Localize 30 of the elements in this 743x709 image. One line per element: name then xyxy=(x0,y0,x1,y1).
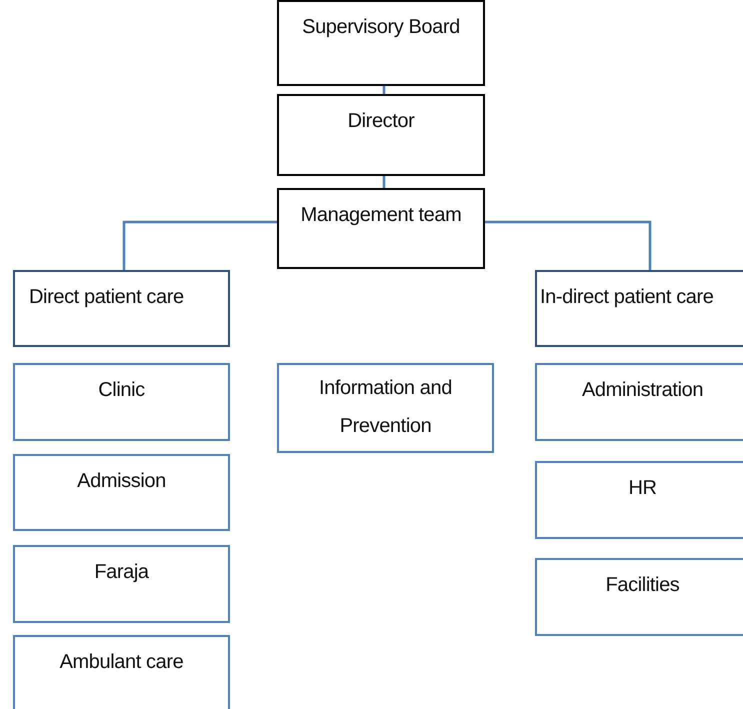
unit-label: Facilities xyxy=(604,573,680,598)
unit-label: Director xyxy=(346,109,416,134)
connector-line xyxy=(485,220,652,270)
connector-line xyxy=(122,220,277,270)
department-box xyxy=(535,270,743,347)
unit-label: Ambulant care xyxy=(58,650,184,675)
unit-box xyxy=(13,635,230,709)
org-box xyxy=(277,0,485,86)
org-box xyxy=(277,94,485,176)
unit-label: Direct patient care xyxy=(28,285,185,310)
unit-box xyxy=(535,461,743,539)
unit-label: Faraja xyxy=(93,560,150,585)
unit-box xyxy=(277,363,494,453)
unit-label: Information and Prevention xyxy=(318,376,453,439)
unit-box xyxy=(13,363,230,441)
unit-box xyxy=(13,454,230,531)
unit-label: Management team xyxy=(300,203,462,228)
unit-box xyxy=(535,558,743,636)
unit-box xyxy=(535,363,743,441)
unit-label: In-direct patient care xyxy=(539,285,715,310)
department-box xyxy=(13,270,230,347)
unit-label: Admission xyxy=(76,469,167,494)
unit-label: Supervisory Board xyxy=(301,15,461,40)
unit-label: HR xyxy=(627,476,658,501)
unit-label: Clinic xyxy=(97,378,146,403)
unit-label: Administration xyxy=(580,378,704,403)
connector-line xyxy=(382,176,386,188)
unit-box xyxy=(13,545,230,623)
connector-line xyxy=(382,86,386,94)
org-box xyxy=(277,188,485,269)
